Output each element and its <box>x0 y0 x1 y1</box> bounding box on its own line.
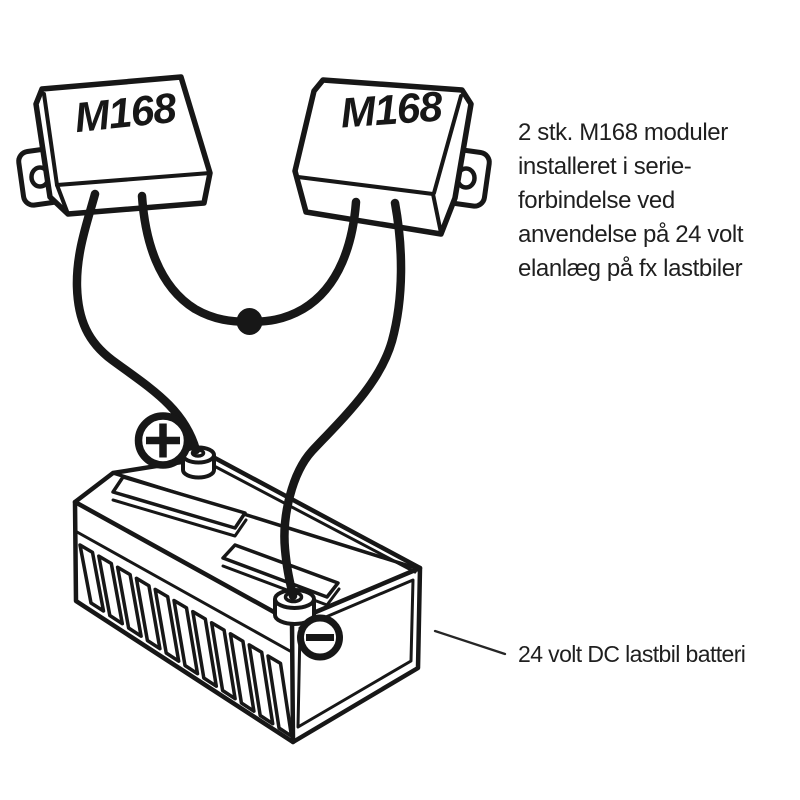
battery-top-front-edge <box>72 499 295 625</box>
wires <box>72 189 406 601</box>
cell-slat <box>153 587 181 663</box>
plus-icon-glyph <box>146 423 180 458</box>
vent-plate-2 <box>221 543 340 599</box>
battery-label: 24 volt DC lastbil batteri <box>518 641 745 667</box>
module-body <box>33 74 213 217</box>
annotation-line: forbindelse ved <box>518 187 675 214</box>
annotation-line: anvendelse på 24 volt <box>518 221 744 248</box>
module-edge <box>296 175 435 196</box>
cell-slat <box>115 565 143 638</box>
wire-right-module-to-junction <box>246 197 361 327</box>
annotation-line: installeret i serie- <box>518 153 691 180</box>
annotation-block: 2 stk. M168 moduler installeret i serie-… <box>518 119 744 282</box>
battery-cell-slats <box>78 543 294 738</box>
wire-left-module-to-positive <box>72 189 201 455</box>
battery-corner-edge <box>289 619 296 745</box>
cell-slat <box>172 598 200 676</box>
junction-dot-icon <box>236 308 263 335</box>
cell-slat <box>97 554 125 626</box>
battery <box>72 445 423 745</box>
cell-slat <box>266 654 294 738</box>
cell-slat <box>209 620 237 701</box>
label-leader-line <box>433 629 507 656</box>
module-edge <box>431 192 443 235</box>
minus-icon <box>297 614 343 661</box>
module-edge <box>55 183 70 216</box>
cell-slat <box>191 609 219 688</box>
side-panel-inset <box>296 578 415 729</box>
wire-left-module-to-junction <box>137 191 253 327</box>
cell-slat <box>247 643 275 726</box>
annotation-line: 2 stk. M168 moduler <box>518 119 728 146</box>
wire-right-module-to-negative <box>280 198 406 601</box>
vent-plate-2-step <box>221 564 341 607</box>
cell-slat <box>134 576 162 651</box>
cell-slat <box>78 543 106 613</box>
annotation-line: elanlæg på fx lastbiler <box>518 255 743 282</box>
cell-slat <box>228 632 256 713</box>
module-right: M168 <box>292 77 492 237</box>
module-label: M168 <box>339 82 445 136</box>
module-edge <box>42 92 59 187</box>
battery-ledge-inset-line <box>214 465 417 574</box>
vent-plate-1 <box>111 475 247 530</box>
module-left: M168 <box>16 74 213 217</box>
module-edge <box>55 171 212 187</box>
module-label: M168 <box>72 84 179 141</box>
battery-front-lip-line <box>75 530 292 653</box>
vent-plate-1-step <box>111 498 248 538</box>
plus-icon <box>134 412 192 469</box>
module-edge <box>432 94 463 195</box>
